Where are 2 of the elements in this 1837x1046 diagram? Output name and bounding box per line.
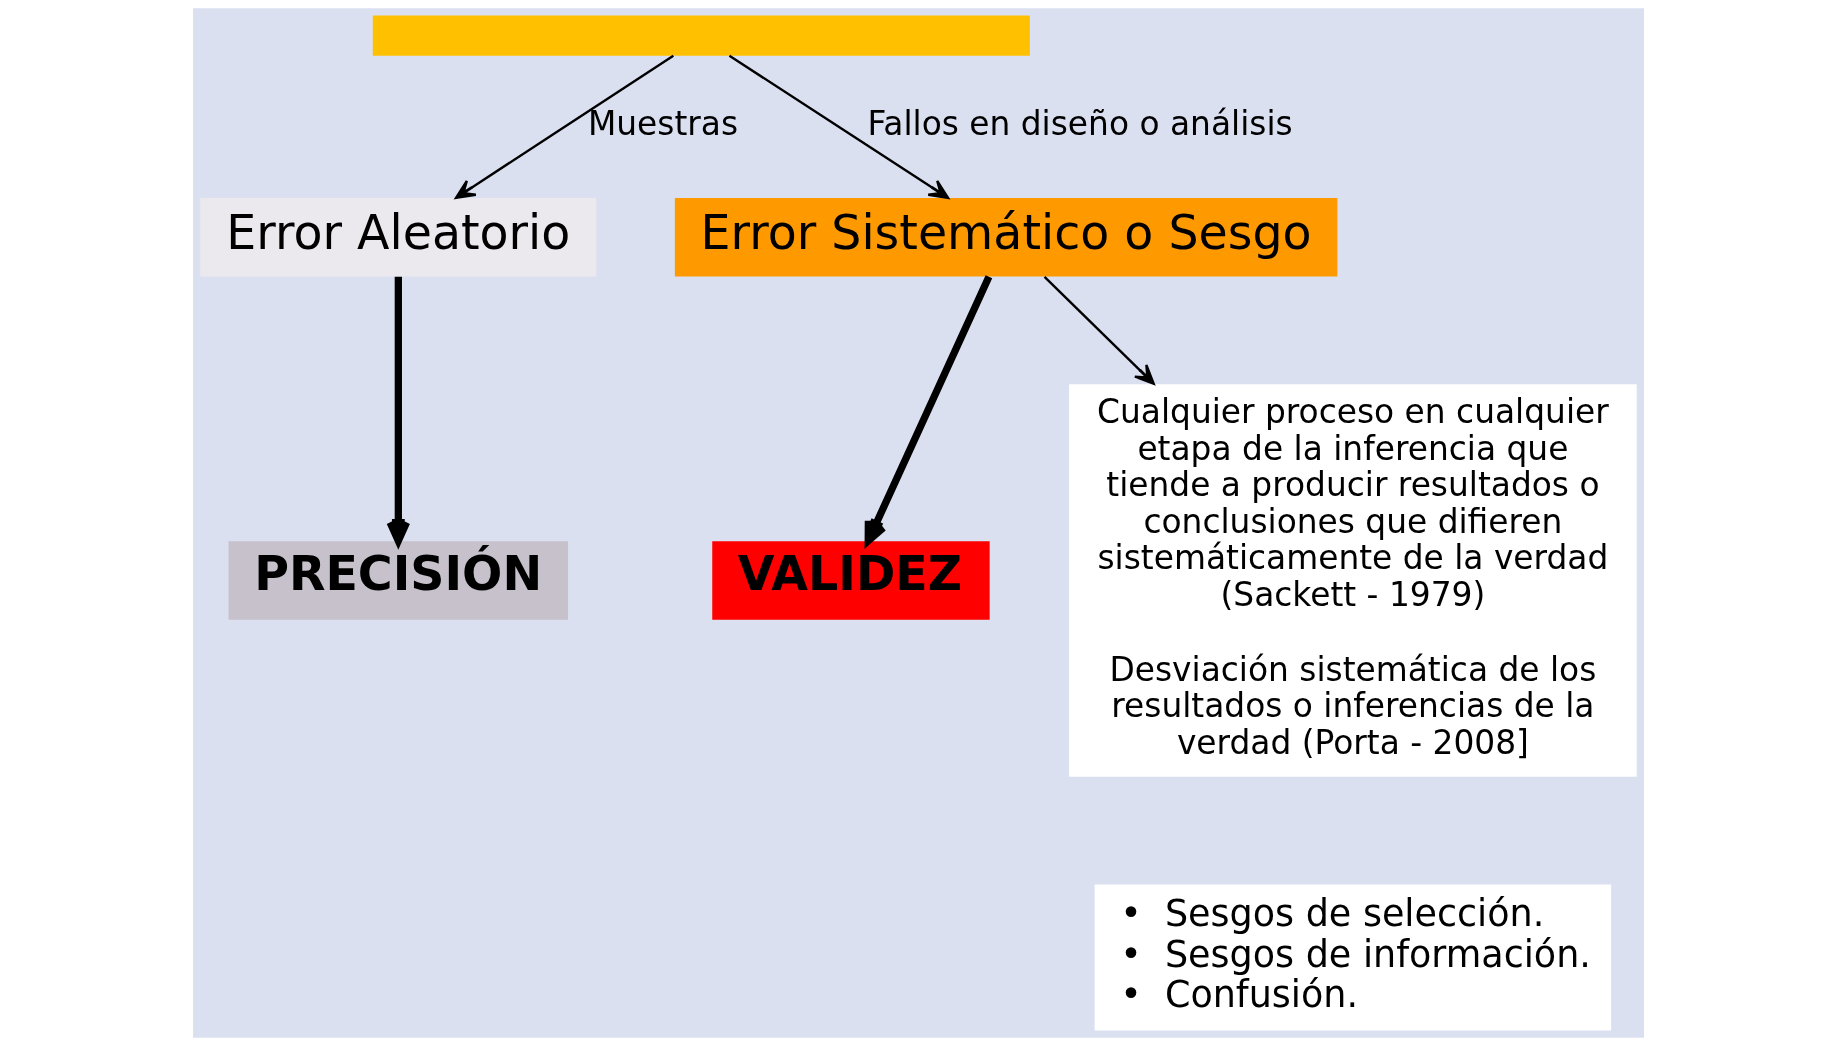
edge-label: Muestras	[587, 104, 739, 143]
edge-label: Fallos en diseño o análisis	[867, 104, 1293, 143]
